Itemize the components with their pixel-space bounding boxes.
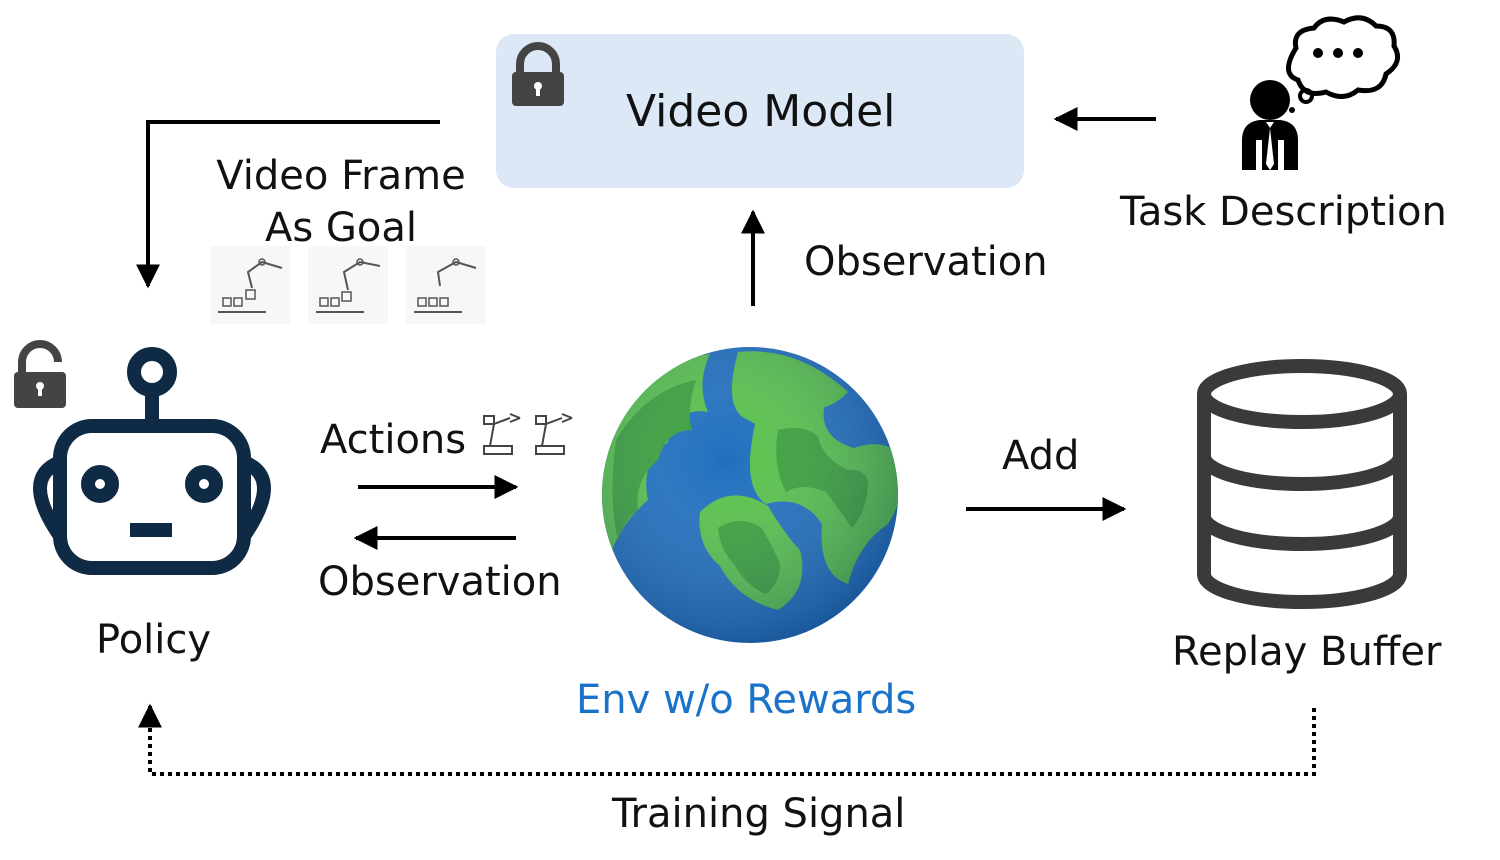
video-model-box bbox=[496, 34, 1024, 188]
goal-frame-3 bbox=[406, 246, 486, 324]
robot-arm-icon bbox=[483, 413, 521, 455]
replay-buffer-label: Replay Buffer bbox=[1172, 629, 1442, 675]
goal-label-line2: As Goal bbox=[264, 205, 417, 251]
globe-icon bbox=[602, 347, 898, 643]
goal-arrow bbox=[136, 120, 440, 289]
goal-label: Video Frame As Goal bbox=[206, 150, 476, 254]
person-thinking-icon bbox=[1242, 15, 1401, 170]
video-model-label: Video Model bbox=[626, 86, 896, 137]
goal-frame-1 bbox=[210, 246, 290, 324]
locked-lock-icon bbox=[512, 42, 564, 106]
training-signal-label: Training Signal bbox=[612, 791, 906, 837]
add-label: Add bbox=[1002, 433, 1080, 479]
robot-arm-icon bbox=[535, 413, 573, 455]
actions-label: Actions bbox=[320, 417, 467, 463]
goal-label-line1: Video Frame bbox=[216, 153, 466, 199]
database-icon bbox=[1197, 359, 1407, 609]
env-label: Env w/o Rewards bbox=[576, 677, 917, 723]
goal-frame-2 bbox=[308, 246, 388, 324]
observation-back-label: Observation bbox=[318, 559, 562, 605]
training-signal-arrow bbox=[138, 703, 1316, 776]
policy-label: Policy bbox=[96, 617, 212, 663]
observation-up-label: Observation bbox=[804, 239, 1048, 285]
robot-icon bbox=[33, 347, 271, 575]
task-description-label: Task Description bbox=[1120, 189, 1447, 235]
unlocked-lock-icon bbox=[14, 340, 66, 408]
